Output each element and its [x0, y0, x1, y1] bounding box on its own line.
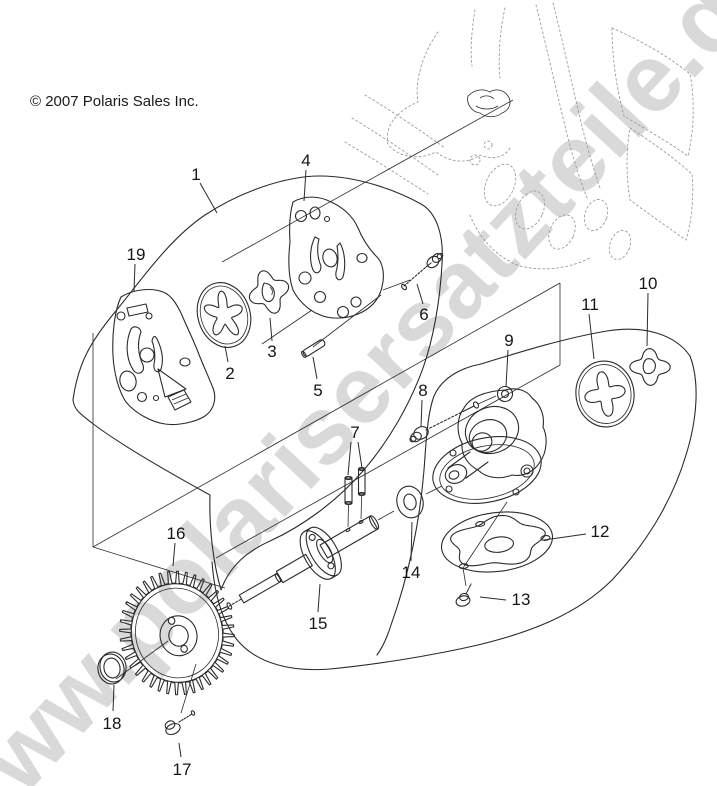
- callout-2-leader: [224, 345, 229, 363]
- callout-4: 4: [301, 151, 310, 170]
- part-3-inner-rotor: [244, 266, 293, 318]
- callout-19: 19: [127, 245, 146, 264]
- callout-2: 2: [225, 364, 234, 383]
- part-15-pump-shaft: [226, 515, 380, 610]
- part-7-roll-pins: [344, 467, 366, 528]
- part-2-outer-rotor: [196, 282, 252, 348]
- callout-17: 17: [173, 760, 192, 779]
- part-4-pump-housing: [261, 196, 411, 348]
- callout-6-leader: [416, 283, 424, 305]
- callout-19-leader: [133, 263, 136, 292]
- callout-3-leader: [269, 317, 273, 342]
- callout-6: 6: [419, 305, 428, 324]
- callout-13: 13: [512, 590, 531, 609]
- copyright-text: © 2007 Polaris Sales Inc.: [30, 93, 199, 110]
- shaft-assembly-axis: [377, 485, 443, 521]
- callout-16-leader: [172, 542, 176, 567]
- engine-reference-outline: [344, 2, 694, 270]
- callout-12: 12: [591, 522, 610, 541]
- right-group-boundary: [211, 328, 697, 671]
- part-5-dowel-pin: [300, 339, 326, 358]
- callout-3: 3: [267, 342, 276, 361]
- part-19-pump-housing: [112, 288, 216, 426]
- part-9-pump-body: [432, 385, 547, 569]
- callout-4-leader: [303, 169, 307, 202]
- callout-1: 1: [191, 165, 200, 184]
- part-12-gasket: [438, 506, 556, 587]
- part-8-bolt: [409, 395, 497, 443]
- part-11-outer-rotor: [575, 360, 635, 428]
- callout-17-leader: [178, 742, 182, 758]
- callout-7: 7: [350, 423, 359, 442]
- callout-1-leader: [199, 182, 218, 214]
- callout-15-leader: [317, 583, 321, 613]
- callout-5: 5: [313, 381, 322, 400]
- part-16-drive-gear: [115, 561, 245, 714]
- callout-16: 16: [167, 524, 186, 543]
- callout-14: 14: [402, 563, 421, 582]
- part-10-inner-rotor: [628, 346, 673, 388]
- callout-7-leader: [347, 441, 352, 476]
- part-13-screw: [455, 583, 472, 607]
- callout-15: 15: [309, 614, 328, 633]
- part-17-bolt: [164, 710, 196, 736]
- callout-18-leader: [112, 684, 115, 712]
- mount-location-detail: [221, 89, 514, 263]
- callout-11: 11: [581, 295, 599, 314]
- callout-18: 18: [103, 714, 122, 733]
- callout-8: 8: [418, 381, 427, 400]
- callout-10: 10: [639, 274, 658, 293]
- callout-7-leader: [357, 441, 363, 469]
- callout-14-leader: [410, 521, 413, 562]
- left-group-boundary: [72, 175, 443, 591]
- callout-5-leader: [312, 356, 318, 380]
- part-14-washer: [396, 485, 424, 519]
- callout-9: 9: [504, 331, 513, 350]
- callout-8-leader: [420, 399, 423, 428]
- callout-10-leader: [646, 292, 649, 347]
- mount-leader-line: [221, 99, 514, 263]
- callout-9-leader: [505, 349, 509, 388]
- callout-13-leader: [479, 596, 507, 601]
- part-18-washer: [97, 651, 127, 685]
- callout-11-leader: [588, 313, 595, 360]
- part-6-bolt: [400, 252, 444, 291]
- callout-12-leader: [543, 533, 587, 541]
